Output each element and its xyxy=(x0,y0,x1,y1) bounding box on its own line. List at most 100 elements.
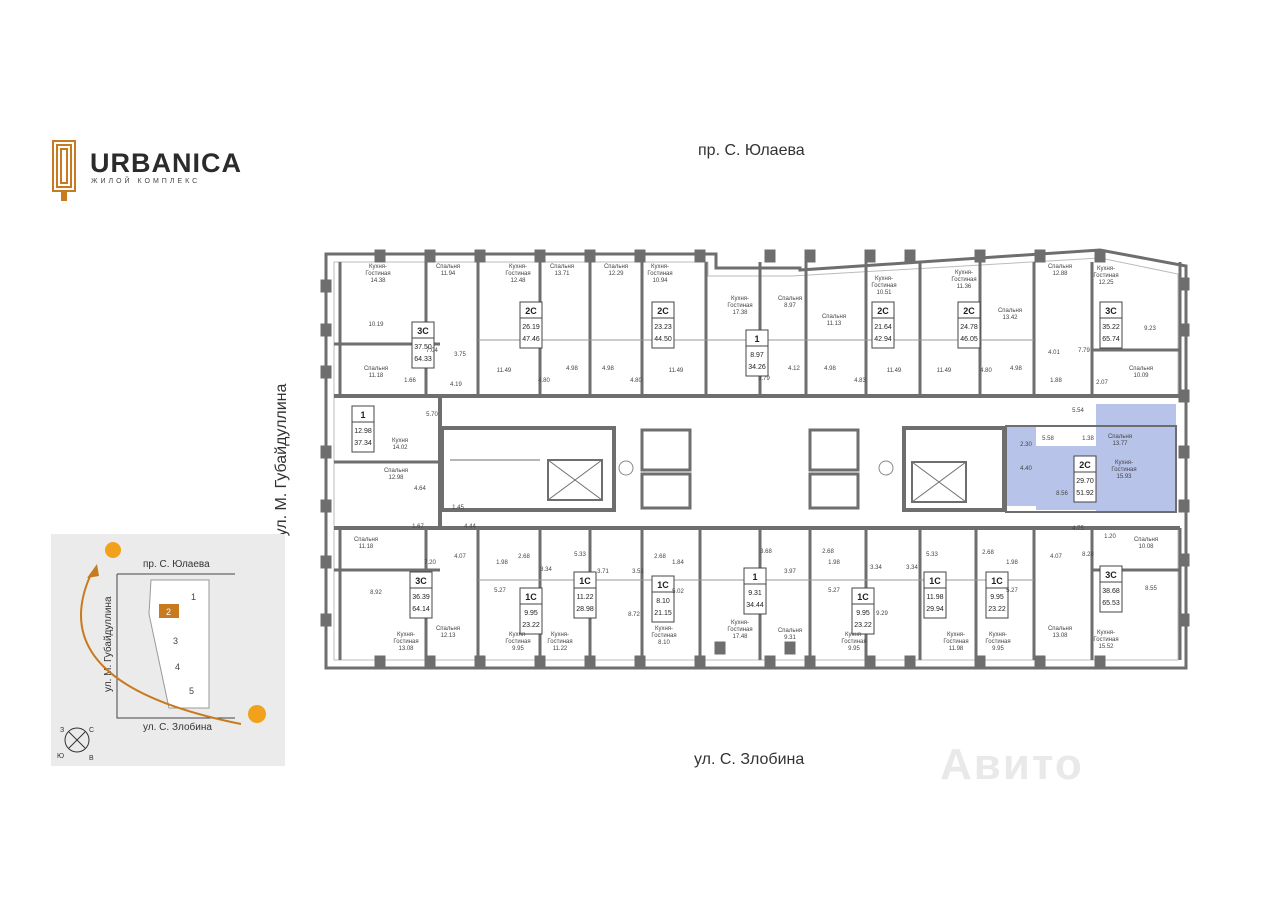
area-label: 4.12 xyxy=(788,366,800,372)
area-label: 3.71 xyxy=(597,569,609,575)
area-label: 7.79 xyxy=(1078,348,1090,354)
logo-subtitle: ЖИЛОЙ КОМПЛЕКС xyxy=(91,178,201,185)
unit-type: 1С xyxy=(525,592,537,602)
unit-total-area: 46.05 xyxy=(960,336,978,343)
svg-text:9.95: 9.95 xyxy=(992,646,1004,652)
svg-text:Спальня: Спальня xyxy=(1129,366,1153,372)
highlighted-unit[interactable] xyxy=(1005,404,1177,513)
svg-text:Спальня: Спальня xyxy=(354,537,378,543)
area-label: 5.33 xyxy=(926,552,938,558)
unit-type: 2С xyxy=(877,306,889,316)
area-label: 7.20 xyxy=(424,560,436,566)
area-label: 4.98 xyxy=(602,366,614,372)
svg-text:Кухня-: Кухня- xyxy=(1097,266,1115,272)
unit-type: 3С xyxy=(1105,570,1117,580)
area-label: 1.45 xyxy=(452,505,464,511)
unit-total-area: 23.22 xyxy=(522,622,540,629)
area-label: 1.67 xyxy=(412,524,424,530)
logo-mark-icon xyxy=(52,140,76,201)
unit-type: 2С xyxy=(963,306,975,316)
svg-text:Кухня-: Кухня- xyxy=(509,632,527,638)
area-label: 1.98 xyxy=(496,560,508,566)
svg-text:Кухня: Кухня xyxy=(392,438,408,444)
minimap-section-label: 3 xyxy=(173,636,178,646)
svg-text:13.71: 13.71 xyxy=(554,271,570,277)
area-label: 2.30 xyxy=(1020,442,1032,448)
unit-type: 3С xyxy=(1105,306,1117,316)
svg-text:9.95: 9.95 xyxy=(512,646,524,652)
svg-text:11.94: 11.94 xyxy=(441,271,456,277)
svg-text:Спальня: Спальня xyxy=(384,468,408,474)
area-label: 4.80 xyxy=(980,368,992,374)
area-label: 5.54 xyxy=(1072,408,1084,414)
area-label: 4.98 xyxy=(824,366,836,372)
svg-text:Кухня-: Кухня- xyxy=(369,264,387,270)
area-label: 11.49 xyxy=(669,368,684,374)
unit-total-area: 42.94 xyxy=(874,336,892,343)
unit-total-area: 21.15 xyxy=(654,610,672,617)
svg-text:13.77: 13.77 xyxy=(1112,441,1128,447)
area-label: 1.20 xyxy=(1104,534,1116,540)
area-label: 3.79 xyxy=(758,376,770,382)
svg-text:Спальня: Спальня xyxy=(604,264,628,270)
area-label: 3.34 xyxy=(906,565,918,571)
svg-text:Гостиная: Гостиная xyxy=(951,277,976,283)
svg-text:12.98: 12.98 xyxy=(388,475,404,481)
minimap-section-2[interactable] xyxy=(159,604,179,618)
svg-text:17.38: 17.38 xyxy=(732,310,748,316)
svg-text:13.08: 13.08 xyxy=(398,646,414,652)
stair-core-right xyxy=(808,426,1006,512)
area-label: 2.07 xyxy=(1096,380,1108,386)
svg-text:8.97: 8.97 xyxy=(784,303,796,309)
unit-total-area: 65.74 xyxy=(1102,336,1120,343)
svg-text:15.93: 15.93 xyxy=(1116,474,1132,480)
svg-text:Кухня-: Кухня- xyxy=(655,626,673,632)
unit-type: 2С xyxy=(1079,460,1091,470)
area-label: 8.56 xyxy=(1056,491,1068,497)
area-label: 5.27 xyxy=(494,588,506,594)
svg-text:Кухня-: Кухня- xyxy=(509,264,527,270)
area-label: 9.29 xyxy=(876,611,888,617)
unit-total-area: 51.92 xyxy=(1076,490,1094,497)
area-label: 5.33 xyxy=(574,552,586,558)
svg-text:Гостиная: Гостиная xyxy=(841,639,866,645)
unit-total-area: 44.50 xyxy=(654,336,672,343)
area-label: 11.49 xyxy=(887,368,902,374)
street-label-top: пр. С. Юлаева xyxy=(698,142,805,159)
svg-text:10.09: 10.09 xyxy=(1133,373,1149,379)
unit-type: 1С xyxy=(929,576,941,586)
area-label: 8.28 xyxy=(1082,552,1094,558)
site-minimap: 1 2 3 4 5 пр. С. Юлаева ул. С. Злобина у… xyxy=(51,534,285,766)
unit-total-area: 65.53 xyxy=(1102,600,1120,607)
unit-total-area: 34.26 xyxy=(748,364,766,371)
unit-living-area: 11.98 xyxy=(927,594,944,601)
logo: URBANICA ЖИЛОЙ КОМПЛЕКС xyxy=(52,140,241,204)
